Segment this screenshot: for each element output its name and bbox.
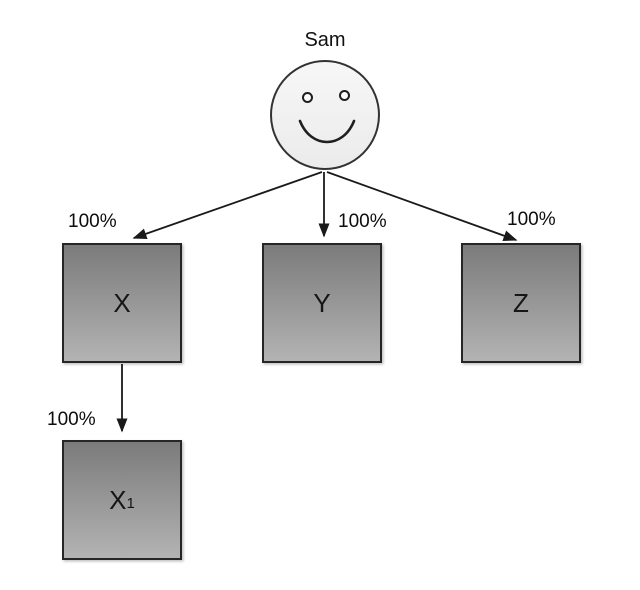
ownership-label-y: 100% [338,211,387,232]
smile-icon [298,119,356,144]
entity-box-z: Z [461,243,581,363]
entity-label: X [109,484,127,515]
ownership-label-z: 100% [507,209,556,230]
person-name-label: Sam [304,29,346,51]
entity-label: Y [313,287,331,318]
entity-label: X [113,287,131,318]
arrow-sam-to-x [132,171,323,240]
entity-box-y: Y [262,243,382,363]
entity-box-x: X [62,243,182,363]
arrow-sam-to-z [326,171,518,241]
left-eye-icon [302,92,313,103]
smiley-face-icon [270,60,380,170]
ownership-label-x1: 100% [47,409,96,430]
entity-label: Z [513,287,529,318]
ownership-label-x: 100% [68,211,117,232]
right-eye-icon [339,90,350,101]
